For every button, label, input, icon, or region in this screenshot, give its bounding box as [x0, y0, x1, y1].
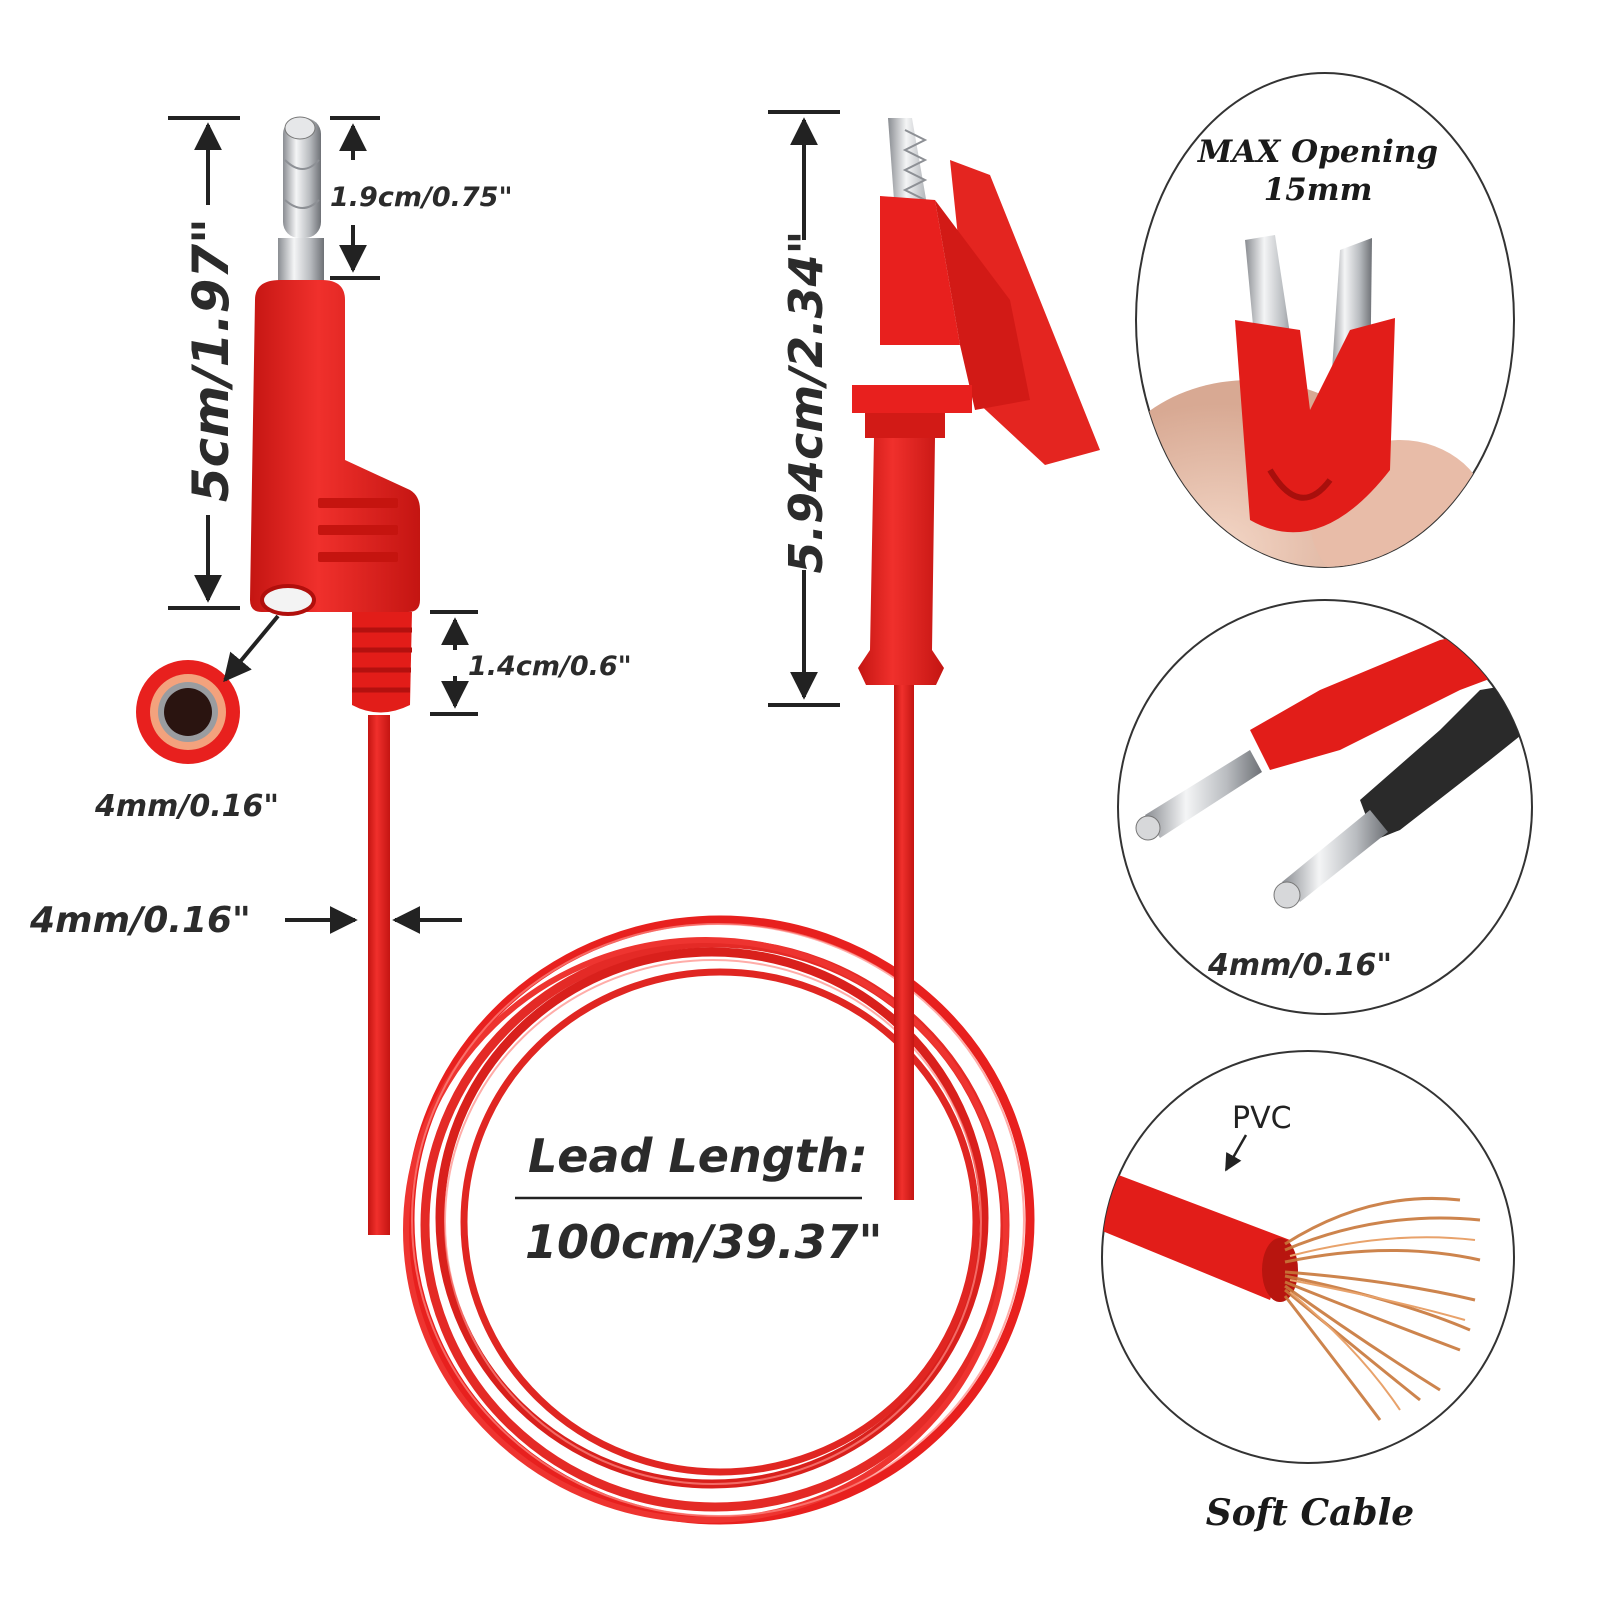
- lead-length-value: 100cm/39.37": [525, 1215, 883, 1269]
- socket-detail: [136, 614, 280, 764]
- cable-highlights: [411, 923, 1025, 1517]
- cable-diameter-label: 4mm/0.16": [29, 900, 251, 941]
- inset-clip-opening: MAX Opening 15mm: [1135, 72, 1515, 568]
- inset-clip-title-line2: 15mm: [1264, 172, 1373, 208]
- pin-length-label: 1.9cm/0.75": [330, 182, 513, 213]
- alligator-clip: [852, 118, 1100, 685]
- inset-cable: PVC Soft Cable: [1101, 1050, 1515, 1534]
- cable-right-run: [894, 680, 914, 1200]
- inset-cable-pvc-label: PVC: [1232, 1101, 1292, 1136]
- inset-clip-title-line1: MAX Opening: [1197, 134, 1438, 170]
- clip-length-label: 5.94cm/2.34": [779, 231, 833, 574]
- inset-cable-caption: Soft Cable: [1206, 1492, 1414, 1534]
- inset-plugs: 4mm/0.16": [1117, 599, 1533, 1015]
- cable-coil: [403, 915, 1035, 1525]
- plug-length-label: 5cm/1.97": [182, 218, 240, 502]
- dimension-lines: [168, 110, 862, 1200]
- socket-diameter-label: 4mm/0.16": [94, 789, 279, 824]
- inset-plugs-caption: 4mm/0.16": [1207, 948, 1392, 983]
- lead-length-title: Lead Length:: [528, 1129, 868, 1183]
- boot-length-label: 1.4cm/0.6": [468, 651, 632, 682]
- pvc-pointer-arrow: [1224, 1134, 1248, 1172]
- banana-plug: [250, 116, 420, 713]
- cable-left-run: [368, 715, 390, 1235]
